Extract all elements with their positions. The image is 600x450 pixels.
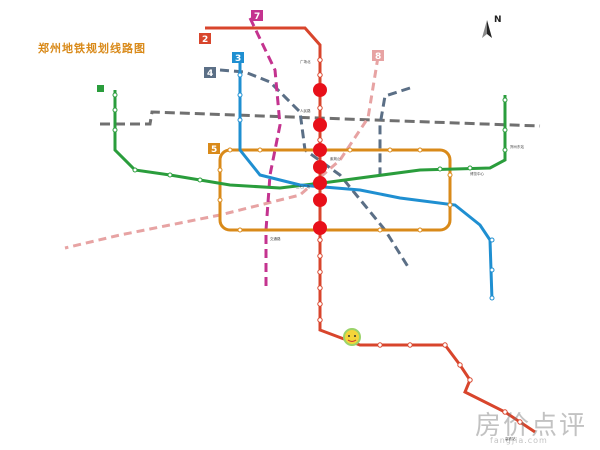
svg-text:5: 5 bbox=[211, 145, 217, 155]
interchange-station bbox=[313, 143, 327, 157]
station-label: 郑州东站 bbox=[510, 144, 524, 149]
station-label: 广场北 bbox=[300, 59, 311, 64]
map-title: 郑州地铁规划线路图 bbox=[38, 42, 146, 55]
interchange-markers bbox=[313, 83, 327, 235]
interchange-station bbox=[313, 83, 327, 97]
sun-icon bbox=[343, 328, 361, 346]
svg-text:4: 4 bbox=[207, 69, 213, 79]
line-3-stations bbox=[237, 72, 495, 301]
station-label: 人民路 bbox=[300, 108, 311, 113]
line-4-path bbox=[219, 68, 412, 271]
svg-text:3: 3 bbox=[235, 54, 241, 64]
interchange-station bbox=[313, 221, 327, 235]
line-3-path bbox=[238, 60, 494, 301]
line-4-branch bbox=[378, 86, 411, 180]
north-arrow-icon: N bbox=[482, 15, 502, 38]
station-label: 高铁站 bbox=[505, 436, 516, 441]
interchange-station bbox=[313, 176, 327, 190]
watermark-text: 房价点评 bbox=[475, 411, 588, 441]
svg-text:2: 2 bbox=[202, 35, 208, 45]
station-label: 紫荆山 bbox=[330, 156, 341, 161]
line-7-path bbox=[248, 17, 282, 290]
line-2-stations bbox=[317, 57, 523, 425]
interchange-station bbox=[313, 160, 327, 174]
station-label: 博览中心 bbox=[470, 171, 484, 176]
line-1-path bbox=[113, 90, 507, 190]
svg-text:N: N bbox=[494, 15, 502, 25]
svg-text:7: 7 bbox=[254, 12, 260, 22]
line-5-stations bbox=[217, 147, 453, 233]
line-5-loop bbox=[218, 148, 452, 232]
svg-text:8: 8 bbox=[375, 52, 381, 62]
line-badge-3: 3 bbox=[232, 52, 244, 64]
watermark-url: fangjia.com bbox=[490, 436, 548, 445]
line-badge-4: 4 bbox=[204, 67, 216, 79]
line-badge-5: 5 bbox=[208, 143, 220, 155]
station-label: 二七广场 bbox=[296, 184, 310, 189]
interchange-station bbox=[313, 193, 327, 207]
line-badge-8: 8 bbox=[372, 50, 384, 62]
line-1-stations bbox=[112, 92, 508, 183]
interchange-station bbox=[313, 118, 327, 132]
line-1-terminal bbox=[97, 85, 104, 92]
line-badge-2: 2 bbox=[199, 33, 211, 45]
line-6-path bbox=[100, 110, 541, 128]
line-badge-7: 7 bbox=[251, 10, 263, 22]
station-label: 交通路 bbox=[270, 236, 281, 241]
